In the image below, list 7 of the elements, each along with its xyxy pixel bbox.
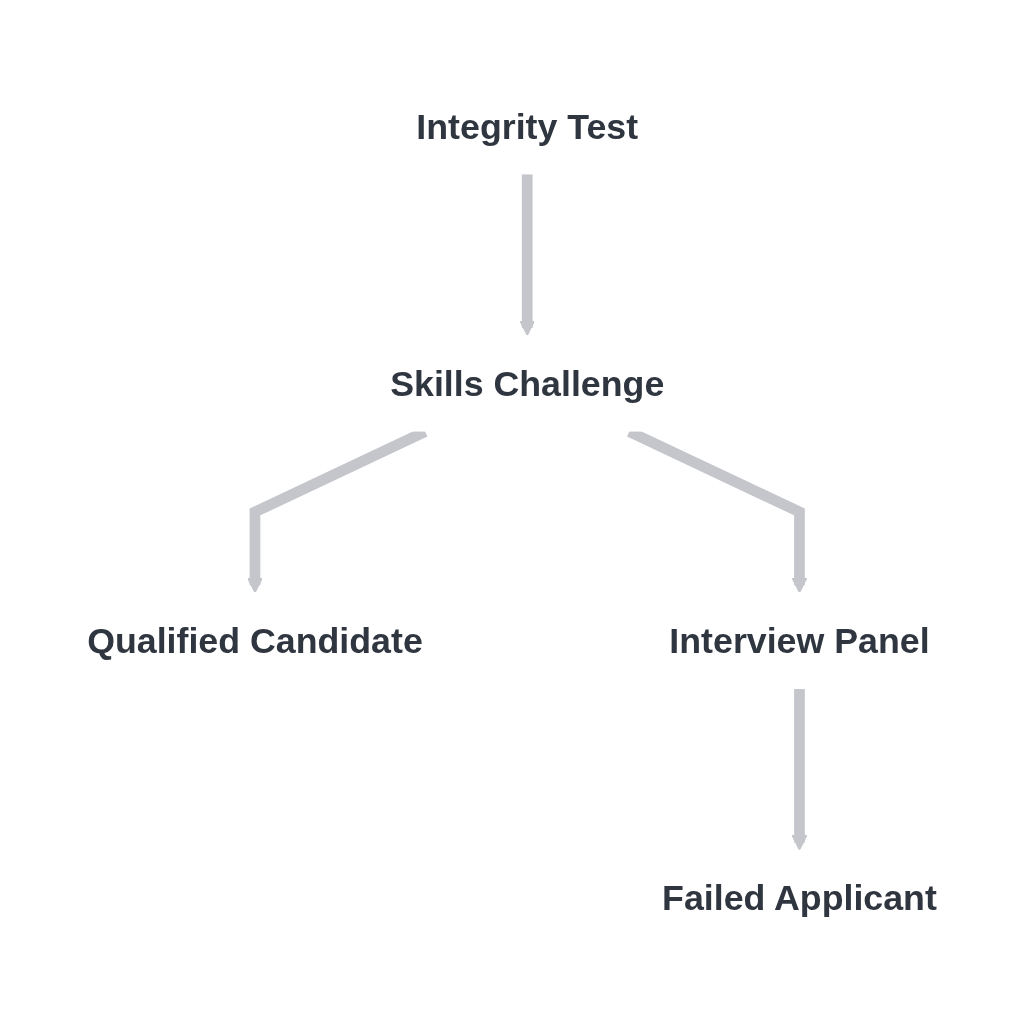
node-text: Failed Applicant: [662, 878, 937, 918]
node-text: Integrity Test: [416, 106, 639, 146]
node-text: Qualified Candidate: [87, 621, 423, 661]
node-text: Skills Challenge: [390, 363, 665, 403]
node-text: Interview Panel: [669, 621, 930, 661]
arrow: [791, 688, 808, 851]
arrow: [519, 174, 536, 336]
